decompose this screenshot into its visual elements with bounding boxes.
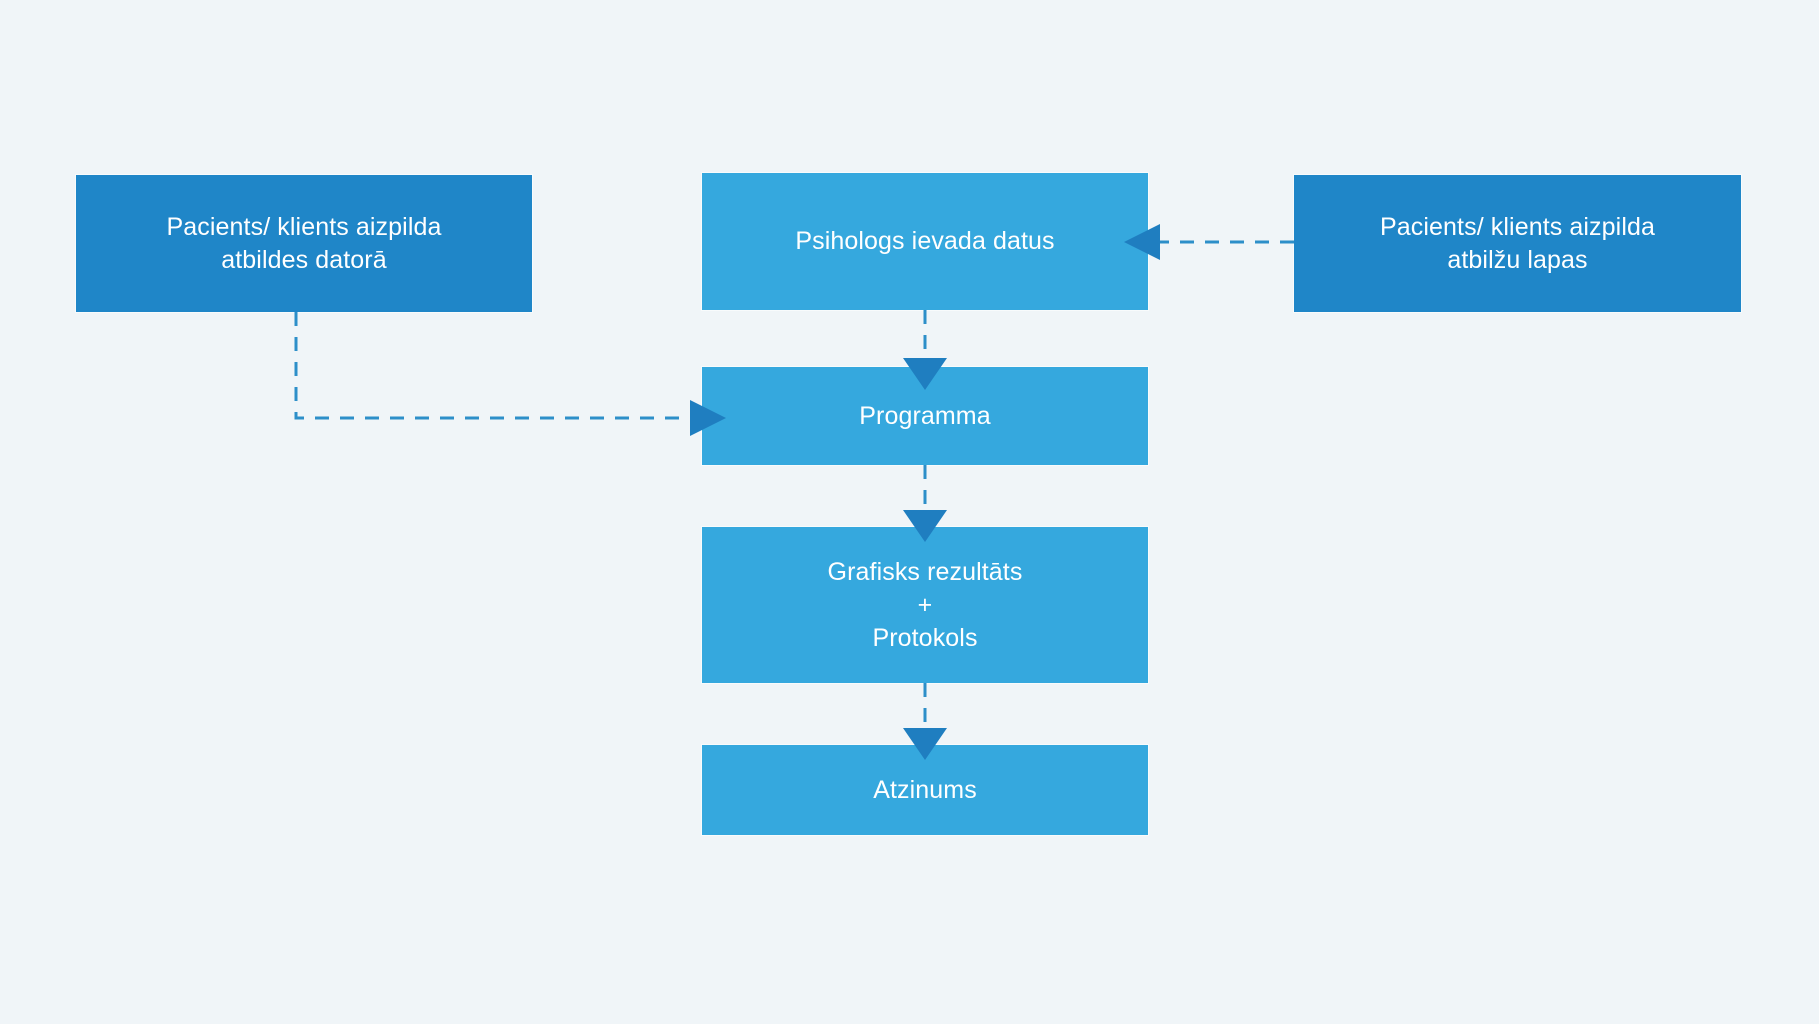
node-label: Pacients/ klients aizpilda atbildes dato…	[166, 212, 442, 274]
node-label: Programma	[859, 401, 991, 430]
node-label: Grafisks rezultāts + Protokols	[827, 557, 1023, 652]
node-psihologs[interactable]: Psihologs ievada datus	[702, 173, 1148, 310]
node-atzinums[interactable]: Atzinums	[702, 745, 1148, 835]
edge-dators-to-programma	[294, 312, 726, 436]
node-pacients-dators[interactable]: Pacients/ klients aizpilda atbildes dato…	[76, 175, 532, 312]
node-label: Pacients/ klients aizpilda atbilžu lapas	[1380, 212, 1655, 274]
node-label: Psihologs ievada datus	[795, 227, 1055, 255]
node-grafisks-protokols[interactable]: Grafisks rezultāts + Protokols	[702, 527, 1148, 683]
node-label: Atzinums	[873, 775, 977, 804]
node-pacients-lapas[interactable]: Pacients/ klients aizpilda atbilžu lapas	[1294, 175, 1741, 312]
edge-lapas-to-psihologs	[1124, 224, 1294, 260]
node-programma[interactable]: Programma	[702, 367, 1148, 465]
